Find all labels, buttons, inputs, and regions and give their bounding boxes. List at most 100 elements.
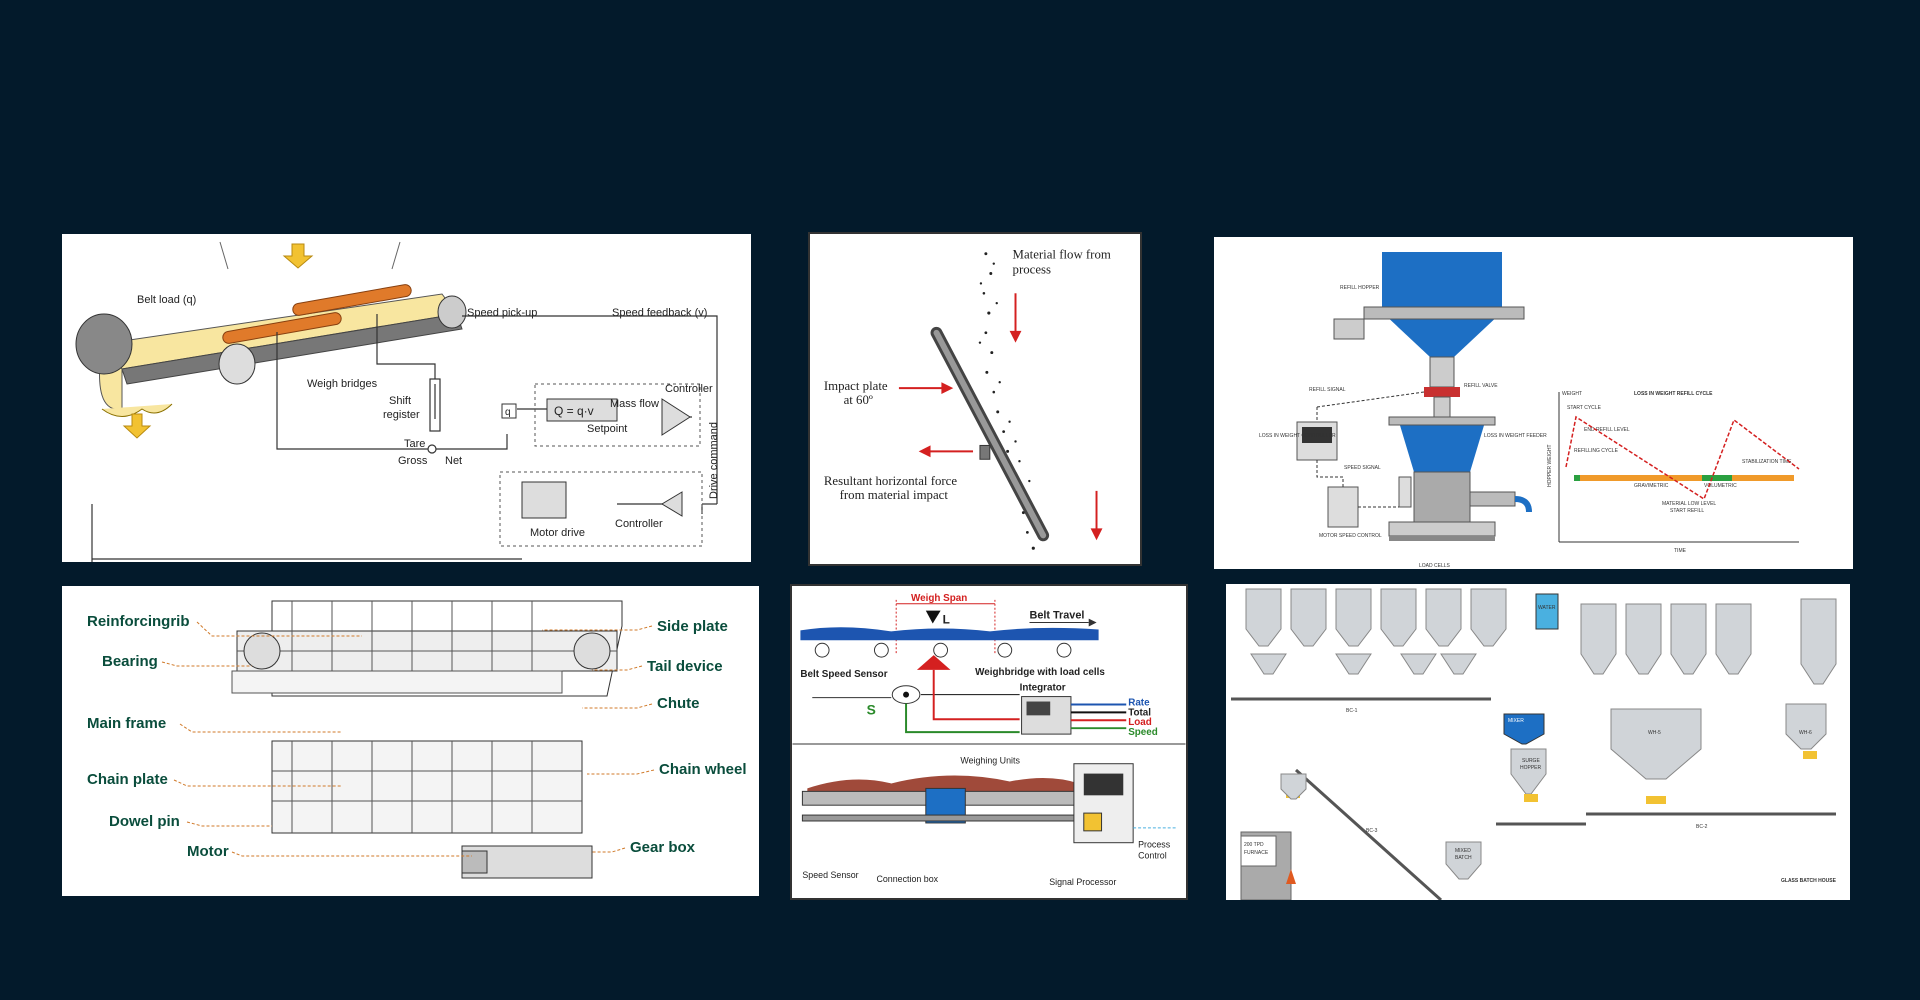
- speed-pickup-label: Speed pick-up: [467, 307, 537, 319]
- surge-label: SURGE: [1522, 758, 1540, 764]
- stabilization-label: STABILIZATION TIME: [1742, 459, 1792, 465]
- end-refill-label: END REFILL LEVEL: [1584, 427, 1630, 433]
- integrator-label: Integrator: [1020, 683, 1066, 694]
- x-axis-label: TIME: [1674, 548, 1687, 554]
- s-symbol-label: S: [867, 701, 876, 717]
- refill-valve-label: REFILL VALVE: [1464, 383, 1498, 389]
- material-particles: [978, 252, 1039, 550]
- wh5-hopper: [1610, 708, 1702, 780]
- speed-label: Speed: [1128, 727, 1158, 738]
- speed-signal-label: SPEED SIGNAL: [1344, 465, 1381, 471]
- silo-row: [1245, 588, 1837, 685]
- weighbridge-cells-label: Weighbridge with load cells: [975, 667, 1105, 678]
- connection-box-label: Connection box: [876, 874, 938, 884]
- discharge-arrow-icon: [1090, 528, 1103, 541]
- belt-weigher-svg: Belt load (q) Speed pick-up Speed feedba…: [75, 241, 720, 562]
- control-label: Control: [1138, 851, 1167, 861]
- water-label: WATER: [1538, 605, 1556, 611]
- formula-box: [546, 398, 618, 422]
- wh6-label: WH-6: [1799, 730, 1812, 736]
- motor-speed-control-box: [1327, 486, 1359, 528]
- low-level-label: MATERIAL LOW LEVEL: [1662, 501, 1716, 507]
- tail-device-label: Tail device: [647, 658, 723, 675]
- refill-signal-label: REFILL SIGNAL: [1309, 387, 1346, 393]
- bc3-conveyor: [1294, 768, 1443, 900]
- liw-controller-label: LOSS IN WEIGHT CONTROLLER: [1259, 433, 1336, 439]
- plate-arrow-icon: [941, 382, 954, 395]
- mixed-label: MIXED: [1455, 848, 1471, 854]
- hopper-label: HOPPER: [1520, 765, 1542, 771]
- weigh-bridges-label: Weigh bridges: [307, 378, 378, 390]
- liw-feeder-label: LOSS IN WEIGHT FEEDER: [1484, 433, 1547, 439]
- wh5-label: WH-5: [1648, 730, 1661, 736]
- y-axis-label: HOPPER WEIGHT: [1547, 444, 1553, 487]
- refill-hopper: [1382, 252, 1502, 312]
- gravimetric-label: GRAVIMETRIC: [1634, 483, 1669, 489]
- feeder-hopper: [1399, 422, 1485, 472]
- rate-label: Rate: [1128, 697, 1150, 708]
- process-label: process: [1013, 263, 1051, 277]
- wh6-hopper: [1785, 703, 1827, 750]
- refill-cycle-line: [1565, 415, 1800, 501]
- side-plate-label: Side plate: [657, 618, 728, 635]
- surge-hopper-shape: [1510, 748, 1547, 795]
- refilling-cycle-label: REFILLING CYCLE: [1574, 448, 1619, 454]
- head-pulley: [75, 313, 133, 375]
- weighbridge-diagram: Weigh Span Belt Travel L Belt Speed Sens…: [790, 584, 1188, 900]
- formula-label: Q = q·v: [554, 404, 594, 418]
- loss-in-weight-svg: REFILL HOPPER REFILL SIGNAL REFILL VALVE…: [1259, 252, 1800, 569]
- start-refill-label: START REFILL: [1670, 508, 1704, 514]
- refill-cycle-chart: LOSS IN WEIGHT REFILL CYCLE WEIGHT HOPPE…: [1547, 391, 1800, 554]
- batch-house-svg: WATER BC-1 MIXER SURGE HOPPER WH-5 WH-6 …: [1231, 588, 1837, 900]
- speed-sensor-label: Speed Sensor: [802, 870, 858, 880]
- mixer-shape: [1503, 713, 1545, 745]
- load-label: Load: [1128, 717, 1152, 728]
- process-control-label: Process: [1138, 840, 1171, 850]
- weighbridge-icon: [916, 655, 951, 670]
- impact-plate-svg: Material flow from process Impact plate …: [824, 248, 1111, 550]
- loss-in-weight-diagram: REFILL HOPPER REFILL SIGNAL REFILL VALVE…: [1214, 237, 1853, 569]
- controller-top-label: Controller: [665, 383, 713, 395]
- bearing-label: Bearing: [102, 653, 158, 670]
- weigh-span-label: Weigh Span: [911, 593, 967, 604]
- glass-batch-house-diagram: WATER BC-1 MIXER SURGE HOPPER WH-5 WH-6 …: [1226, 584, 1850, 900]
- speed-feedback-label: Speed feedback (v): [612, 307, 707, 319]
- tail-pulley: [437, 295, 467, 329]
- mass-flow-label: Mass flow: [610, 398, 659, 410]
- gear-box-label: Gear box: [630, 839, 696, 856]
- motor-drive-label: Motor drive: [530, 527, 585, 539]
- shift-label: Shift: [389, 395, 411, 407]
- chain-plate-label: Chain plate: [87, 771, 168, 788]
- dowel-pin-label: Dowel pin: [109, 813, 180, 830]
- discharge-arrow-icon: [122, 413, 152, 439]
- register-label: register: [383, 409, 420, 421]
- q-box-label: q: [505, 407, 511, 418]
- tare-label: Tare: [404, 438, 425, 450]
- controller-triangle-top: [661, 398, 691, 436]
- feed-arrow-icon: [282, 243, 314, 269]
- drive-command-label: Drive command: [708, 422, 720, 499]
- gross-label: Gross: [398, 455, 428, 467]
- mixed-batch-hopper: [1445, 841, 1482, 880]
- plate-angle-label: at 60º: [844, 393, 873, 407]
- belt-weigher-diagram: Belt load (q) Speed pick-up Speed feedba…: [62, 234, 751, 562]
- bc2-label: BC-2: [1696, 824, 1708, 830]
- weighing-units-label: Weighing Units: [960, 756, 1020, 766]
- reinforcing-rib-label: Reinforcingrib: [87, 613, 190, 630]
- material-flow-label: Material flow from: [1013, 248, 1111, 262]
- mixer-label: MIXER: [1508, 718, 1524, 724]
- belt-material: [800, 627, 1099, 641]
- load-symbol-label: L: [943, 613, 950, 627]
- load-cells-label: LOAD CELLS: [1419, 563, 1451, 569]
- volumetric-label: VOLUMETRIC: [1704, 483, 1737, 489]
- force-label: Resultant horizontal force: [824, 474, 958, 488]
- batch-house-title: GLASS BATCH HOUSE: [1781, 878, 1837, 884]
- controller-triangle-bottom: [661, 491, 683, 517]
- chain-feeder-diagram: Reinforcingrib Bearing Main frame Chain …: [62, 586, 759, 896]
- start-cycle-label: START CYCLE: [1567, 405, 1602, 411]
- motor-label: Motor: [187, 843, 229, 860]
- chute-label: Chute: [657, 695, 700, 712]
- impact-plate-label: Impact plate: [824, 379, 888, 393]
- motor-drive-box: [521, 481, 567, 519]
- setpoint-label: Setpoint: [587, 423, 627, 435]
